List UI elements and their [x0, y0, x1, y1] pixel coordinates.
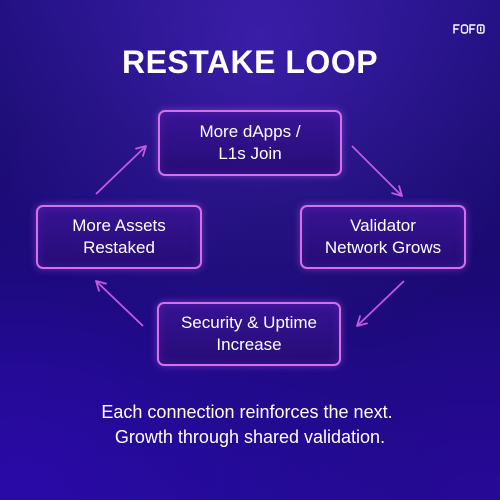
caption-line-2: Growth through shared validation. [114, 427, 386, 447]
diagram-title: RESTAKE LOOP [121, 44, 379, 80]
arrow-left-to-top [95, 145, 147, 195]
node-label: Security & Uptime Increase [180, 313, 318, 354]
arrow-right-to-bottom [356, 280, 405, 327]
arrow-bottom-to-left [95, 280, 144, 327]
node-label: More Assets Restaked [72, 216, 166, 257]
node-more-assets: More Assets Restaked [36, 205, 202, 269]
node-label: More dApps / L1s Join [199, 122, 301, 163]
caption-line-1: Each connection reinforces the next. [101, 402, 393, 422]
brand-logo-icon [453, 24, 485, 34]
node-security-uptime: Security & Uptime Increase [157, 302, 341, 366]
arrow-top-to-right [351, 145, 403, 197]
node-validator-network: Validator Network Grows [300, 205, 466, 269]
node-label: Validator Network Grows [324, 216, 442, 257]
node-more-dapps: More dApps / L1s Join [158, 110, 342, 176]
